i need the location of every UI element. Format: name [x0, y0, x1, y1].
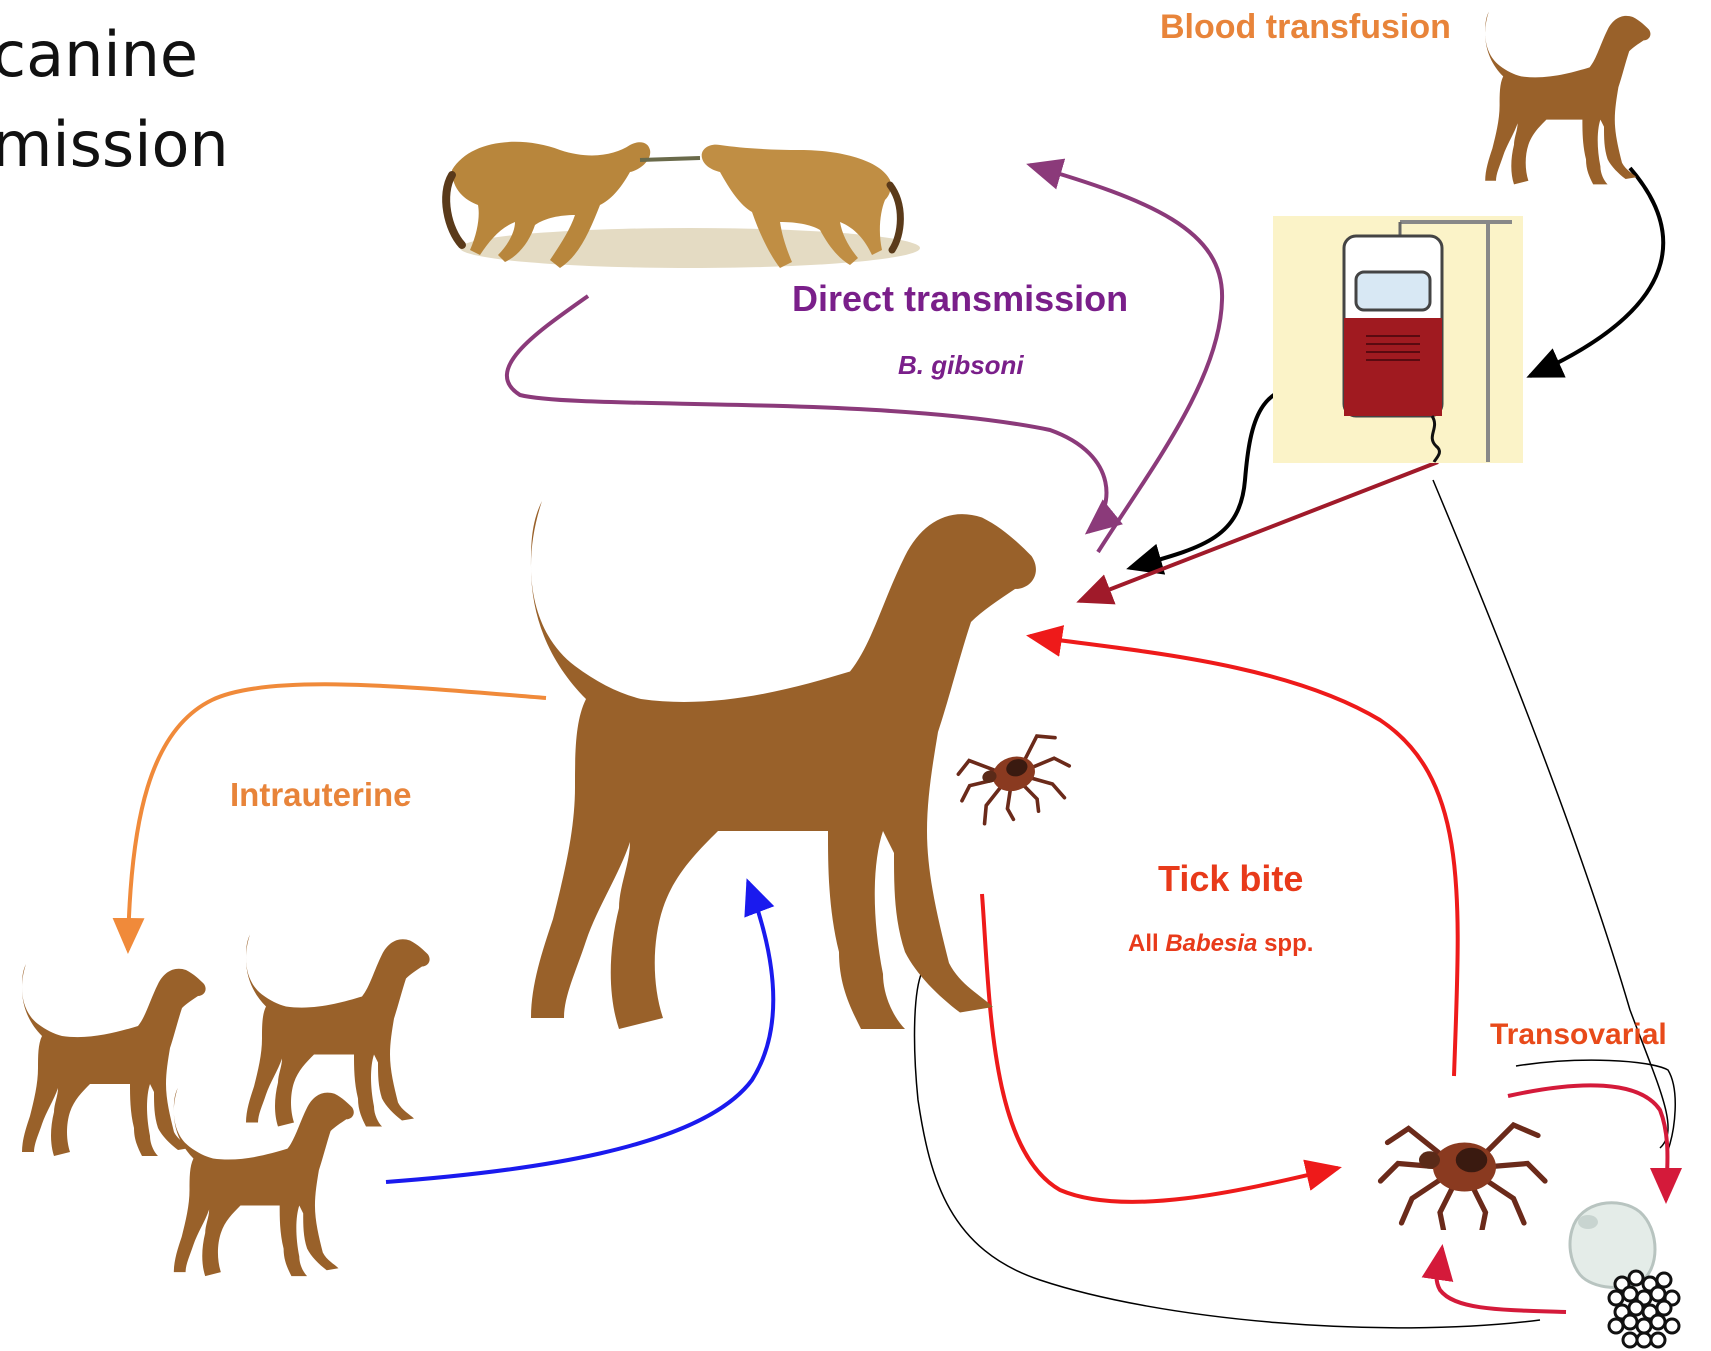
tick-bite-label: Tick bite — [1158, 858, 1303, 900]
fighting-jackals-icon — [446, 142, 920, 268]
tick-to-dog-arrow — [1030, 636, 1458, 1076]
title-line-1: canine — [0, 18, 198, 91]
direct-arrow-to-jackals — [1030, 165, 1222, 552]
direct-transmission-label: Direct transmission — [792, 278, 1128, 320]
blood-transfusion-label: Blood transfusion — [1160, 8, 1451, 47]
all-prefix-text: All — [1128, 930, 1165, 957]
transovarial-arrow — [1508, 1085, 1668, 1200]
blood-donor-arrow — [1530, 168, 1663, 376]
intrauterine-arrow — [128, 684, 546, 950]
puppy-dog-icon-1 — [22, 964, 206, 1156]
spp-text: spp. — [1257, 930, 1313, 957]
b-gibsoni-label: B. gibsoni — [898, 350, 1024, 381]
eggs-to-tick-arrow — [1437, 1248, 1566, 1312]
transovarial-label: Transovarial — [1490, 1018, 1667, 1052]
blood-bag-icon — [1273, 216, 1523, 463]
tick-on-dog-icon — [950, 729, 1080, 832]
intrauterine-label: Intrauterine — [230, 776, 412, 814]
blood-bag-red-arrow — [1080, 462, 1438, 601]
puppy-dog-icon-3 — [174, 1088, 354, 1276]
main-dog-icon — [531, 501, 1036, 1029]
tick-icon — [1381, 1125, 1546, 1230]
title-line-2: mission — [0, 108, 229, 181]
direct-arrow-to-dog — [507, 296, 1107, 532]
all-babesia-label: All Babesia spp. — [1128, 930, 1313, 958]
tick-eggs-icon — [1609, 1271, 1679, 1347]
babesia-text: Babesia — [1165, 930, 1257, 957]
donor-dog-icon — [1485, 12, 1650, 185]
